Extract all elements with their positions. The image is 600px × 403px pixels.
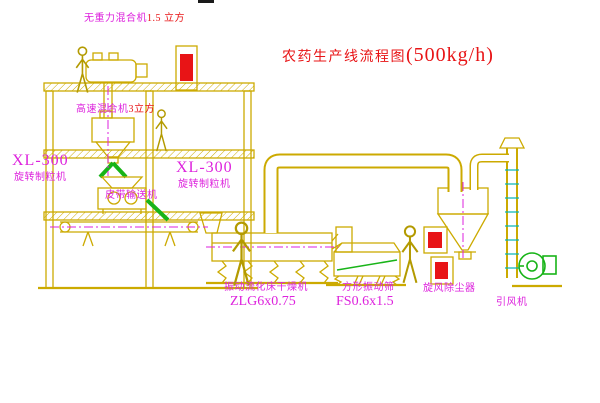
edge-mark (198, 0, 214, 3)
rain-cap (498, 137, 526, 149)
gravity-mixer-name: 无重力混合机 (84, 13, 147, 24)
belt-conveyor (59, 221, 199, 247)
transfer-chute (335, 226, 353, 253)
column (243, 90, 252, 289)
vibrating-screen (326, 242, 406, 287)
gravity-mixer-size: 1.5 立方 (147, 13, 185, 24)
exhaust-duct (263, 153, 463, 233)
label-dryer-model: ZLG6x0.75 (230, 294, 296, 309)
label-screen-model: FS0.6x1.5 (336, 294, 394, 309)
column (45, 90, 54, 289)
person-figure (401, 225, 419, 284)
spring-mount (294, 260, 305, 284)
label-granulator-center-name: 旋转制粒机 (178, 179, 231, 190)
control-cabinet-right-2 (430, 256, 454, 285)
spring-mount (216, 260, 227, 284)
floor-slab (43, 211, 255, 221)
discharge-y-chute (98, 161, 128, 179)
spring-mount (391, 275, 401, 286)
floor-slab (43, 149, 255, 159)
person-figure (231, 221, 252, 287)
discharge-chutes (353, 275, 386, 286)
granulator-chute (145, 198, 170, 222)
high-speed-mixer-name: 高速混合机 (76, 104, 129, 115)
label-screen-name: 方形振动筛 (342, 282, 395, 293)
spring-mount (333, 275, 343, 286)
induced-draft-fan (512, 252, 562, 288)
fan-motor (542, 255, 557, 275)
label-cyclone: 旋风除尘器 (423, 283, 476, 294)
label-granulator-left-model: XL-300 (12, 152, 69, 169)
stack-flanges (505, 169, 519, 269)
screen-deck (336, 259, 398, 271)
control-cabinet-right-1 (423, 226, 448, 254)
title-capacity: (500kg/h) (406, 44, 494, 66)
drawing-title: 农药生产线流程图(500kg/h) (282, 44, 494, 67)
floor-slab (43, 82, 255, 92)
label-dryer-name: 振动流化床干燥机 (224, 282, 308, 293)
label-fan: 引风机 (496, 297, 528, 308)
label-high-speed-mixer: 高速混合机3立方 (76, 104, 155, 116)
high-speed-mixer-size: 3立方 (128, 104, 155, 115)
cyclone-outlet-pipe (469, 153, 509, 190)
centerlines (50, 86, 464, 258)
spring-mount (268, 260, 279, 284)
rotary-granulator (97, 176, 147, 214)
person-figure (155, 109, 168, 152)
title-text: 农药生产线流程图 (282, 50, 406, 65)
label-gravity-mixer: 无重力混合机1.5 立方 (84, 13, 185, 25)
label-granulator-left-name: 旋转制粒机 (14, 172, 67, 183)
spring-mount (318, 260, 329, 284)
label-granulator-center-model: XL-300 (176, 159, 233, 176)
label-belt-conveyor: 皮带输送机 (105, 190, 158, 201)
control-cabinet-top (175, 45, 198, 91)
building-frame (38, 82, 258, 290)
exhaust-stack (498, 137, 526, 278)
